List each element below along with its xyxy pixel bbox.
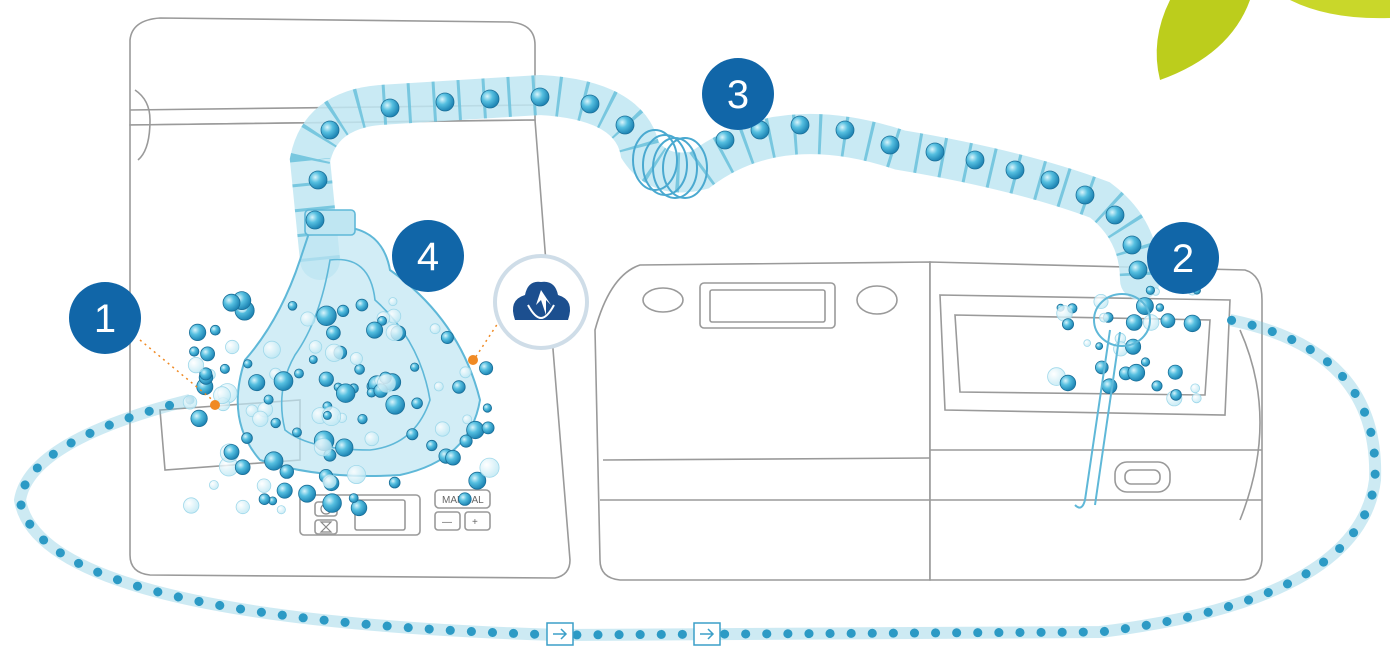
flow-arrow-icon	[547, 623, 573, 645]
callout-1: 1	[69, 282, 141, 354]
svg-text:4: 4	[417, 235, 439, 279]
svg-text:3: 3	[727, 73, 749, 117]
flow-arrow-icon	[694, 623, 720, 645]
minus-button-label: —	[442, 517, 452, 528]
callout-2: 2	[1147, 222, 1219, 294]
callout-4: 4	[392, 220, 464, 292]
svg-text:2: 2	[1172, 237, 1194, 281]
callout-3: 3	[702, 58, 774, 130]
svg-text:1: 1	[94, 297, 116, 341]
ozone-cloud-icon	[495, 256, 587, 348]
leaf-logo	[1157, 0, 1390, 80]
plus-button-label: +	[472, 517, 478, 528]
